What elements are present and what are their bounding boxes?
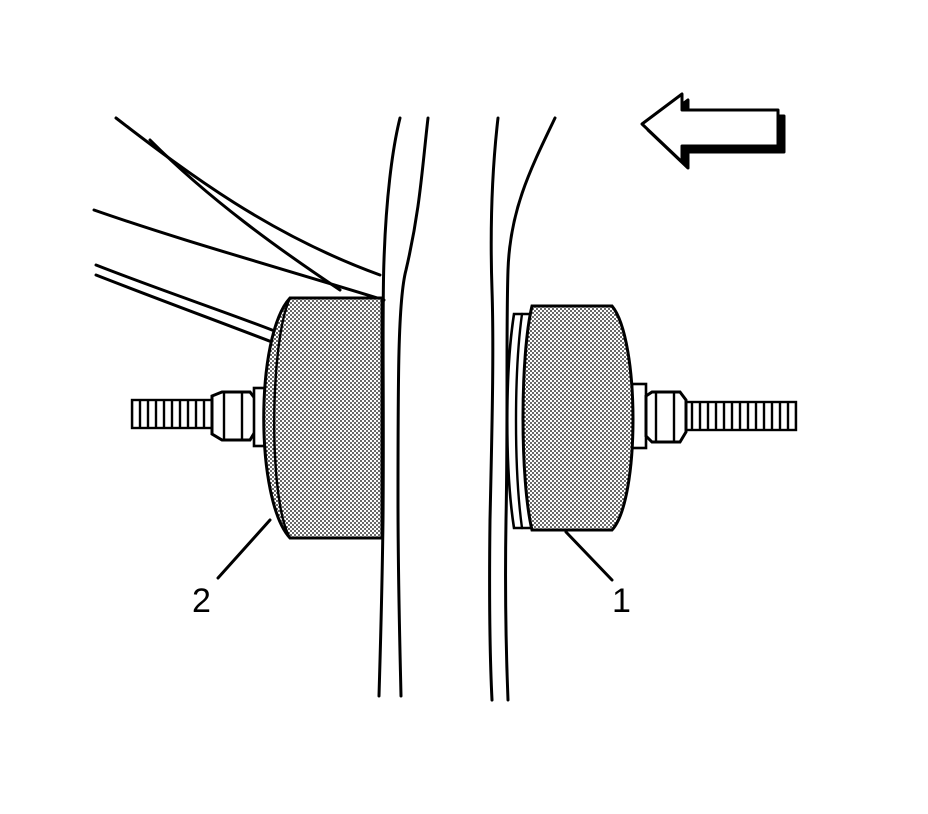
right-threaded-stud [682, 400, 798, 432]
left-threaded-stud [130, 398, 214, 430]
knuckle-left-wall [377, 116, 430, 698]
right-nut [630, 382, 688, 450]
installer-cylinder-1 [505, 304, 635, 532]
control-arm-lines [92, 116, 386, 344]
callout-leaders [216, 518, 614, 582]
callout-label-1: 1 [612, 582, 631, 620]
left-nut [210, 386, 268, 448]
receiver-cylinder-2 [262, 296, 384, 540]
direction-arrow-left-icon [640, 92, 786, 170]
callout-label-2: 2 [192, 582, 211, 620]
